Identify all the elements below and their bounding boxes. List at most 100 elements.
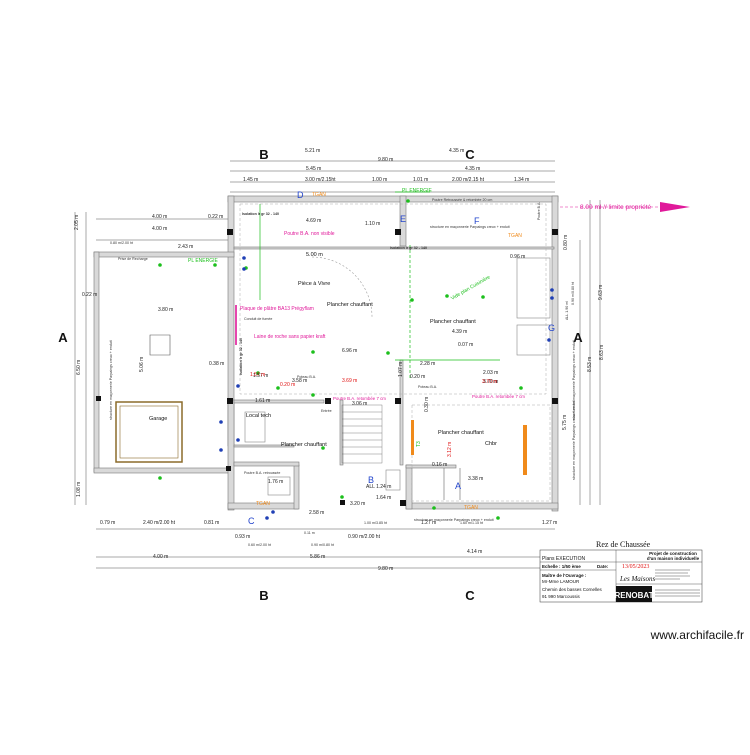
room-labels: Pièce à Vivre Garage Chbr Entrée Local t… [109,198,576,522]
orange-labels: TGAN TGAN TGAN TGAN [256,192,522,511]
dim-top-8: 1.01 m [413,177,428,183]
section-b-bottom: B [259,588,268,603]
label-plancher-2: Plancher chauffant [430,319,476,325]
dim-bottom-12: 0.11 m [304,531,315,535]
label-poutre-retroussee: Poutre Retroussée & retombée 20 cm [432,198,492,202]
dim-top-16: 5.00 m [306,252,323,258]
dim-right-3: ALL 1.90 ml [565,301,569,320]
tb-project-2: d'un maison individuelle [647,556,700,561]
dim-left-10: 2.40 m/2.00 ht [143,520,176,526]
tb-plans: Plans EXECUTION [542,556,585,562]
dim-int-10: 0.30 m [424,397,430,412]
dim-int-7: 0.20 m [410,374,425,380]
label-isolation-2: Isolation Ir gr 32 - 140 [390,246,427,250]
tb-owner-label: Maître de l'Ouvrage : [542,573,587,578]
electric-points [158,199,523,520]
dim-top-6: 3.00 m/2.15ht [305,177,336,183]
dim-top-11: 4.00 m [152,214,167,220]
dim-bottom-10: 3.20 m [350,501,365,507]
dim-int-11: 1.57 m [253,373,268,379]
dim-right-overall: 8.63 m [599,345,605,360]
dim-right-6: 9.63 m [598,285,604,300]
dim-top-5: 1.45 m [243,177,258,183]
interior-dimensions: 6.96 m 4.39 m 3.38 m 3.58 m 3.06 m 2.28 … [209,329,498,490]
label-poteau-1: Poteau B.A. [297,375,316,379]
dim-bottom-3: 1.00 m/3.85 ht [364,521,387,525]
walls [93,195,559,512]
tb-brand: Les Maisons [619,575,655,583]
room-letter-b: B [368,475,374,485]
bottom-dimensions: 5.86 m 4.14 m 9.80 m 1.00 m/3.85 ht 1.60… [235,495,483,572]
label-conduit: Conduit de fumée [244,317,272,321]
dim-left-2: 4.00 m [152,226,167,232]
dim-int-16: 0.38 m [209,361,224,367]
dim-top-3: 5.45 m [306,166,321,172]
dim-top-13: 4.69 m [306,218,321,224]
dim-int-15: 1.07 m [398,362,404,377]
section-a-right: A [573,330,583,345]
tb-address-2: 91 990 Marcoussis [542,594,581,599]
note-pl-energie-2: PL ENERGIE [402,188,432,194]
dim-bottom-7: 0.90 m/0.80 ht [311,543,334,547]
note-t3: T3 [416,441,422,447]
dim-bottom-5: 1.27 m [421,520,436,526]
label-poutre-ba: Poutre B.A. [537,202,541,220]
dim-int-1: 6.96 m [342,348,357,354]
dim-int-9: 0.16 m [432,462,447,468]
red-value-4: 3.70 m [482,379,497,385]
red-value-3: 1.57 m [250,372,265,378]
label-structure-3: structure en maçonnerie Parpaings creux … [109,340,113,420]
dim-bottom-8: 0.93 m [235,534,250,540]
tgan-1: TGAN [312,192,326,198]
tgan-3: TGAN [256,501,270,507]
room-letter-d: D [297,190,304,200]
label-poutre-retombee-1: Poutre B.A. retombée 7 cm [333,396,386,401]
dim-left-8: 1.08 m [76,482,82,497]
label-structure-4: structure en maçonnerie Parpaings creux … [572,400,576,480]
label-plancher-4: Plancher chauffant [281,442,327,448]
note-pl-energie-1: PL ENERGIE [188,258,218,264]
dim-top-9: 2.00 m/2.15 ht [452,177,485,183]
label-plancher-3: Plancher chauffant [438,430,484,436]
dim-left-6: 3.80 m [158,307,173,313]
tgan-2: TGAN [508,233,522,239]
dim-int-5: 3.06 m [352,401,367,407]
dim-right-8: 1.27 m [542,520,557,526]
note-vide-plan: Vide plan Cuisinière [450,274,492,301]
dim-int-17: ALL 1.24 m [366,484,391,490]
dim-left-7: 5.06 m [139,357,145,372]
red-value-1: 3.69 m [342,378,357,384]
dim-right-4: 5.75 m [562,415,568,430]
dim-bottom-overall: 9.80 m [378,566,393,572]
dim-top-14: 1.10 m [365,221,380,227]
dim-left-1: 2.05 m [74,215,80,230]
note-poutre-non-visible: Poutre B.A. non visible [284,231,335,237]
dim-top-15: 0.96 m [510,254,525,260]
label-plancher-1: Plancher chauffant [327,302,373,308]
dim-bottom-6: 0.60 m/2.00 ht [248,543,271,547]
dim-top-4: 4.35 m [465,166,480,172]
label-structure-2: structure en maçonnerie Parpaings creux … [414,518,494,522]
dim-int-6: 2.28 m [420,361,435,367]
dim-bottom-11: 1.64 m [376,495,391,501]
room-letter-c: C [248,516,255,526]
label-isolation-1: Isolation Ir gr 32 - 140 [242,212,279,216]
section-markers: A A B B C C [58,147,583,603]
tb-owner: Mr-Mme LAMOUR [542,579,580,584]
left-dimensions: 2.05 m 4.00 m 2.43 m 0.80 m/2.00 ht 0.22… [74,215,219,560]
dim-left-9: 0.79 m [100,520,115,526]
label-structure-1: structure en maçonnerie Parpaings creux … [430,225,510,229]
dim-int-2: 4.39 m [452,329,467,335]
dim-top-overall: 9.80 m [378,157,393,163]
green-markers [259,191,500,380]
tb-address-1: Chemin des basses Cornelles [542,587,603,592]
top-dimensions: 5.21 m 4.35 m 9.80 m 5.45 m 4.35 m 1.45 … [152,148,529,260]
tb-floor-name: Rez de Chaussée [596,540,651,549]
dim-top-7: 1.00 m [372,177,387,183]
watermark: www.archifacile.fr [650,628,744,642]
label-isolation-3: Isolation Ir gr 32 - 140 [239,338,243,375]
red-value-2: 0.20 m [280,382,295,388]
pink-notes: Poutre B.A. non visible Plaque de plâtre… [240,204,652,340]
